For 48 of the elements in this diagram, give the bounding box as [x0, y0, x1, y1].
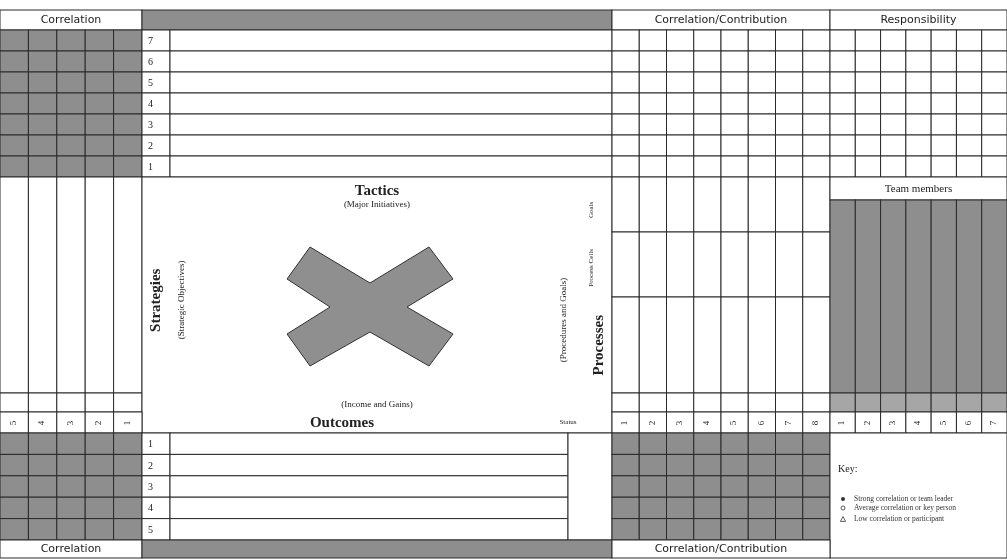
- row-number: 4: [148, 98, 153, 109]
- column-number: 6: [964, 420, 974, 425]
- column-number: 4: [37, 420, 48, 425]
- row-number: 5: [148, 77, 153, 88]
- row-number: 3: [148, 481, 153, 492]
- column-number: 5: [729, 420, 740, 425]
- column-number: 2: [863, 420, 873, 425]
- column-number: 1: [837, 420, 848, 425]
- column-number: 6: [756, 420, 767, 425]
- section-title: Processes: [589, 314, 607, 376]
- row-number: 7: [148, 35, 153, 46]
- column-number: 8: [811, 420, 822, 425]
- row-number: 6: [148, 56, 153, 67]
- column-number: 4: [702, 420, 713, 425]
- row-number: 3: [148, 119, 153, 130]
- column-number: 2: [94, 420, 105, 425]
- cross-shape: [286, 246, 454, 367]
- column-number: 3: [66, 420, 76, 425]
- column-number: 3: [888, 420, 899, 425]
- column-header: Correlation/Contribution: [654, 542, 788, 556]
- column-number: 7: [784, 420, 795, 425]
- section-title: Outcomes: [309, 414, 375, 431]
- legend-title: Key:: [838, 462, 858, 474]
- column-number: 7: [989, 420, 1000, 425]
- section-subtitle: (Income and Gains): [341, 400, 413, 410]
- section-subtitle: (Strategic Objectives): [177, 260, 187, 340]
- row-number: 4: [148, 502, 153, 514]
- row-number: 2: [148, 459, 153, 471]
- column-number: 1: [122, 420, 133, 425]
- column-header: Correlation/Contribution: [654, 13, 788, 27]
- column-number: 1: [620, 420, 631, 425]
- column-number: 5: [9, 420, 20, 425]
- column-header: Responsibility: [880, 13, 957, 27]
- column-header: Correlation: [40, 13, 102, 27]
- column-number: 3: [675, 420, 686, 425]
- row-number: 5: [148, 523, 153, 535]
- row-number: 1: [148, 161, 153, 172]
- section-title: Tactics: [354, 181, 400, 199]
- column-number: 4: [913, 420, 924, 425]
- column-number: 2: [647, 420, 658, 425]
- column-header: Correlation: [40, 542, 102, 556]
- row-number: 1: [148, 438, 153, 450]
- column-header: Team members: [884, 182, 953, 195]
- column-number: 5: [938, 420, 949, 425]
- section-subtitle: (Procedures and Goals): [559, 277, 569, 363]
- section-title: Strategies: [147, 268, 165, 332]
- row-number: 2: [148, 140, 153, 151]
- section-subtitle: (Major Initiatives): [343, 200, 411, 210]
